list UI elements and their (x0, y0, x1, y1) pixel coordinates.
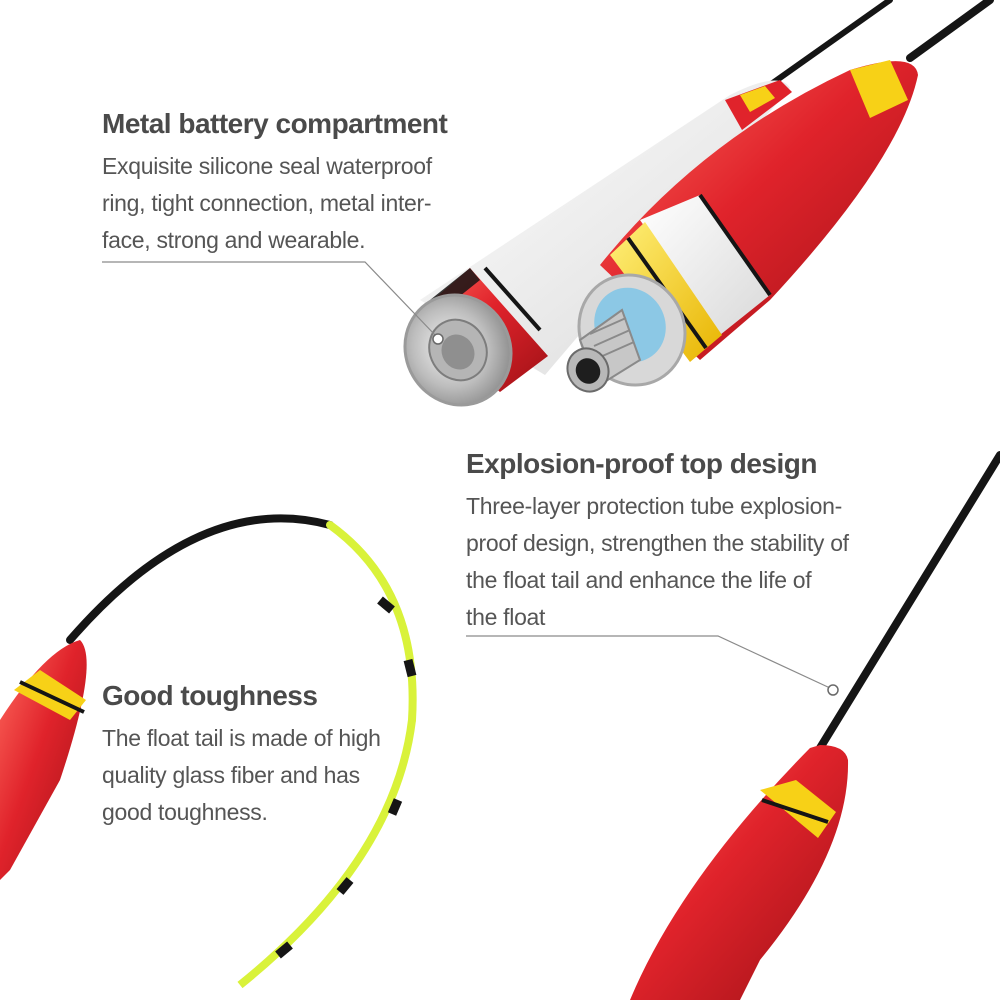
feature-explosion-proof-top: Explosion-proof top design Three-layer p… (466, 446, 866, 636)
description-line: face, strong and wearable. (102, 227, 366, 253)
description-line: ring, tight connection, metal inter- (102, 190, 432, 216)
feature-good-toughness: Good toughness The float tail is made of… (102, 678, 402, 831)
feature-title: Metal battery compartment (102, 108, 448, 139)
description-line: Exquisite silicone seal waterproof (102, 153, 432, 179)
callout-line-explosion (466, 635, 839, 696)
description-line: quality glass fiber and has (102, 762, 360, 788)
description-line: Three-layer protection tube explosion- (466, 493, 842, 519)
description-line: good toughness. (102, 799, 268, 825)
feature-description: The float tail is made of high quality g… (102, 720, 402, 831)
battery-compartment-metal (403, 293, 513, 407)
feature-description: Exquisite silicone seal waterproof ring,… (102, 148, 462, 259)
description-line: the float tail and enhance the life of (466, 567, 812, 593)
description-line: The float tail is made of high (102, 725, 381, 751)
float-bottom-right (630, 451, 1000, 1000)
callout-line-battery (102, 261, 444, 345)
threaded-connector (566, 273, 687, 393)
feature-battery-compartment: Metal battery compartment Exquisite sili… (102, 106, 462, 259)
feature-description: Three-layer protection tube explosion- p… (466, 488, 866, 636)
description-line: the float (466, 604, 546, 630)
feature-title: Good toughness (102, 680, 318, 711)
feature-title: Explosion-proof top design (466, 448, 817, 479)
float-bottom-left (0, 514, 417, 989)
description-line: proof design, strengthen the stability o… (466, 530, 849, 556)
float-red-body (600, 0, 994, 362)
